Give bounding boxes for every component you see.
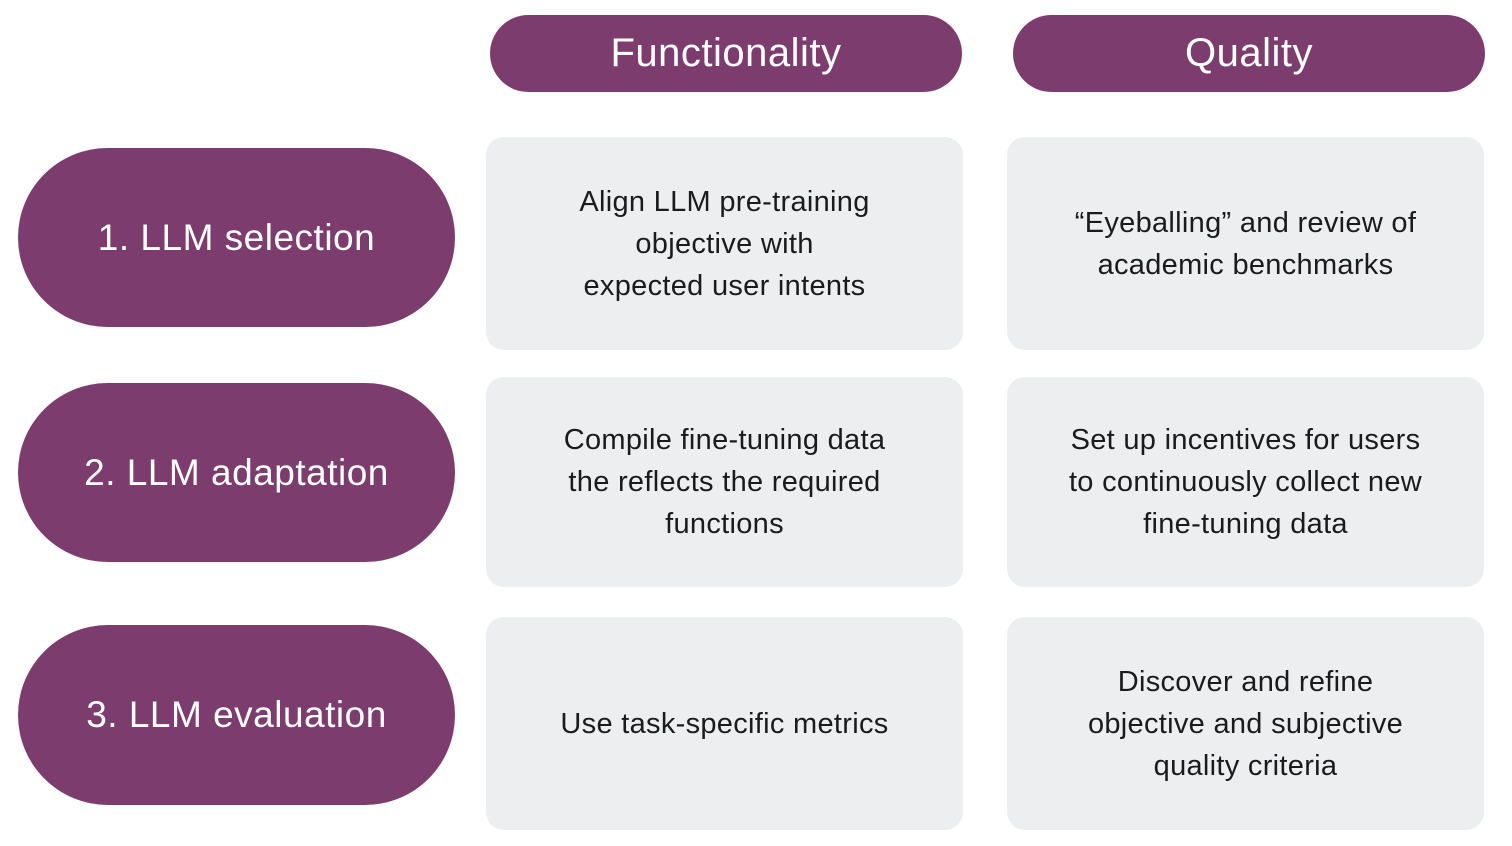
- column-header-quality: Quality: [1013, 15, 1485, 92]
- cell-evaluation-functionality: Use task-specific metrics: [486, 617, 963, 830]
- stage-pill-llm-evaluation: 3. LLM evaluation: [18, 625, 455, 805]
- cell-evaluation-quality: Discover and refine objective and subjec…: [1007, 617, 1484, 830]
- stage-pill-llm-selection: 1. LLM selection: [18, 148, 455, 327]
- cell-selection-quality: “Eyeballing” and review of academic benc…: [1007, 137, 1484, 350]
- stage-pill-llm-adaptation: 2. LLM adaptation: [18, 383, 455, 562]
- cell-adaptation-functionality: Compile fine-tuning data the reflects th…: [486, 377, 963, 587]
- column-header-functionality: Functionality: [490, 15, 962, 92]
- cell-selection-functionality: Align LLM pre-training objective with ex…: [486, 137, 963, 350]
- cell-adaptation-quality: Set up incentives for users to continuou…: [1007, 377, 1484, 587]
